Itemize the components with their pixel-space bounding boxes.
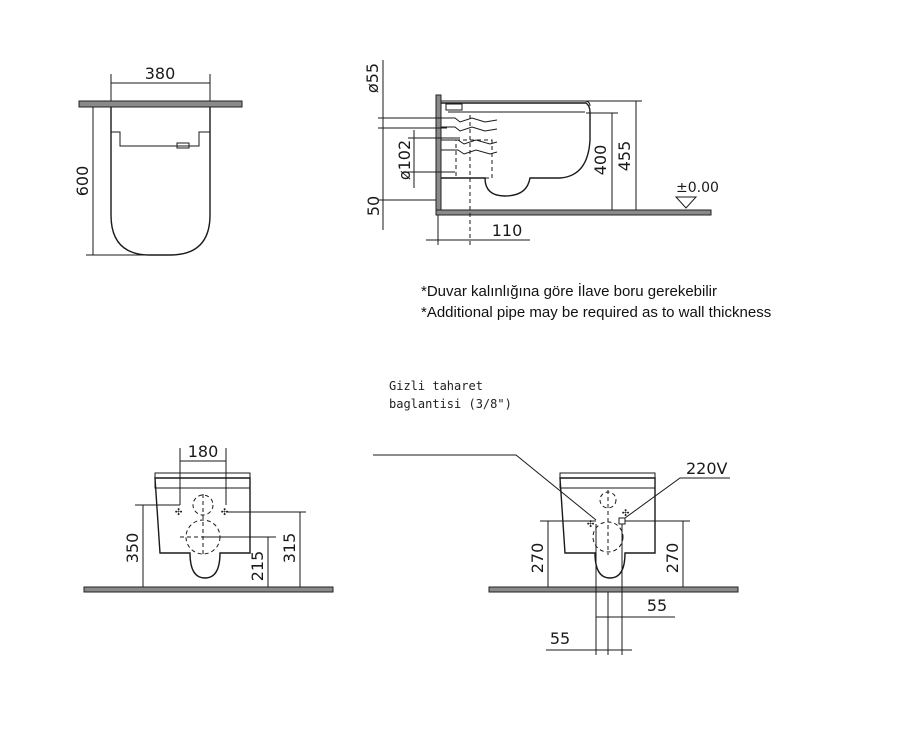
front-right-cross-right: ✣ <box>622 505 630 519</box>
dim-180-label: 180 <box>188 442 219 461</box>
dim-55-right-label: 55 <box>647 596 667 615</box>
dim-455-label: 455 <box>615 141 634 172</box>
dim-110-label: 110 <box>492 221 523 240</box>
side-view-wall <box>435 94 442 211</box>
power-label: 220V <box>686 459 728 478</box>
dim-215-label: 215 <box>248 551 267 582</box>
side-view-pipe-mid2 <box>441 149 498 155</box>
top-view-wall <box>78 100 243 108</box>
side-view-bowl <box>441 102 591 197</box>
top-view-seat-line <box>111 131 210 147</box>
callout-line-1: Gizli taharet <box>389 379 483 393</box>
side-view-pipe-dashed-box <box>455 139 493 179</box>
dim-350-label: 350 <box>123 533 142 564</box>
side-view-lid <box>441 100 591 107</box>
note-english: *Additional pipe may be required as to w… <box>421 304 771 321</box>
front-view-left: ✣ ✣ 180 350 215 315 <box>83 442 334 593</box>
front-right-floor <box>488 586 739 593</box>
front-right-body <box>559 477 656 579</box>
side-view-floor <box>435 209 712 216</box>
dim-d55-label: ø55 <box>363 63 382 93</box>
dim-270-left-label: 270 <box>528 543 547 574</box>
floor-level-label: ±0.00 <box>676 180 719 196</box>
front-right-cross-left: ✣ <box>587 516 595 530</box>
dim-600-label: 600 <box>73 166 92 197</box>
side-view-control-box <box>445 103 463 111</box>
front-left-cross-left: ✣ <box>175 504 183 518</box>
top-view: 380 600 <box>73 64 243 256</box>
note-turkish: *Duvar kalınlığına göre İlave boru gerek… <box>421 282 717 300</box>
dim-50-label: 50 <box>364 196 383 216</box>
front-left-body <box>154 477 251 579</box>
front-left-cross-right: ✣ <box>221 504 229 518</box>
power-leader <box>624 477 730 519</box>
dim-270-right-label: 270 <box>663 543 682 574</box>
side-view-pipe-upper2 <box>441 126 498 132</box>
dim-400-label: 400 <box>591 145 610 176</box>
callout-line-2: baglantisi (3/8") <box>389 397 512 411</box>
front-view-right: Gizli taharet baglantisi (3/8") ✣ ✣ 220V… <box>373 379 739 655</box>
dim-315-label: 315 <box>280 533 299 564</box>
side-view-pipe-upper <box>441 117 498 123</box>
dim-55-left-label: 55 <box>550 629 570 648</box>
front-left-floor <box>83 586 334 593</box>
front-left-lid <box>154 472 251 489</box>
floor-level-marker <box>674 196 698 209</box>
top-view-control-box <box>176 142 190 149</box>
top-view-bowl-outline <box>110 107 211 256</box>
callout-leader <box>373 454 597 521</box>
side-view: ø55 ø102 50 400 455 110 ±0.00 <box>363 60 719 245</box>
dim-d102-label: ø102 <box>395 140 414 180</box>
dim-380-label: 380 <box>145 64 176 83</box>
front-right-lid <box>559 472 656 489</box>
side-view-pipe-mid <box>441 139 498 145</box>
